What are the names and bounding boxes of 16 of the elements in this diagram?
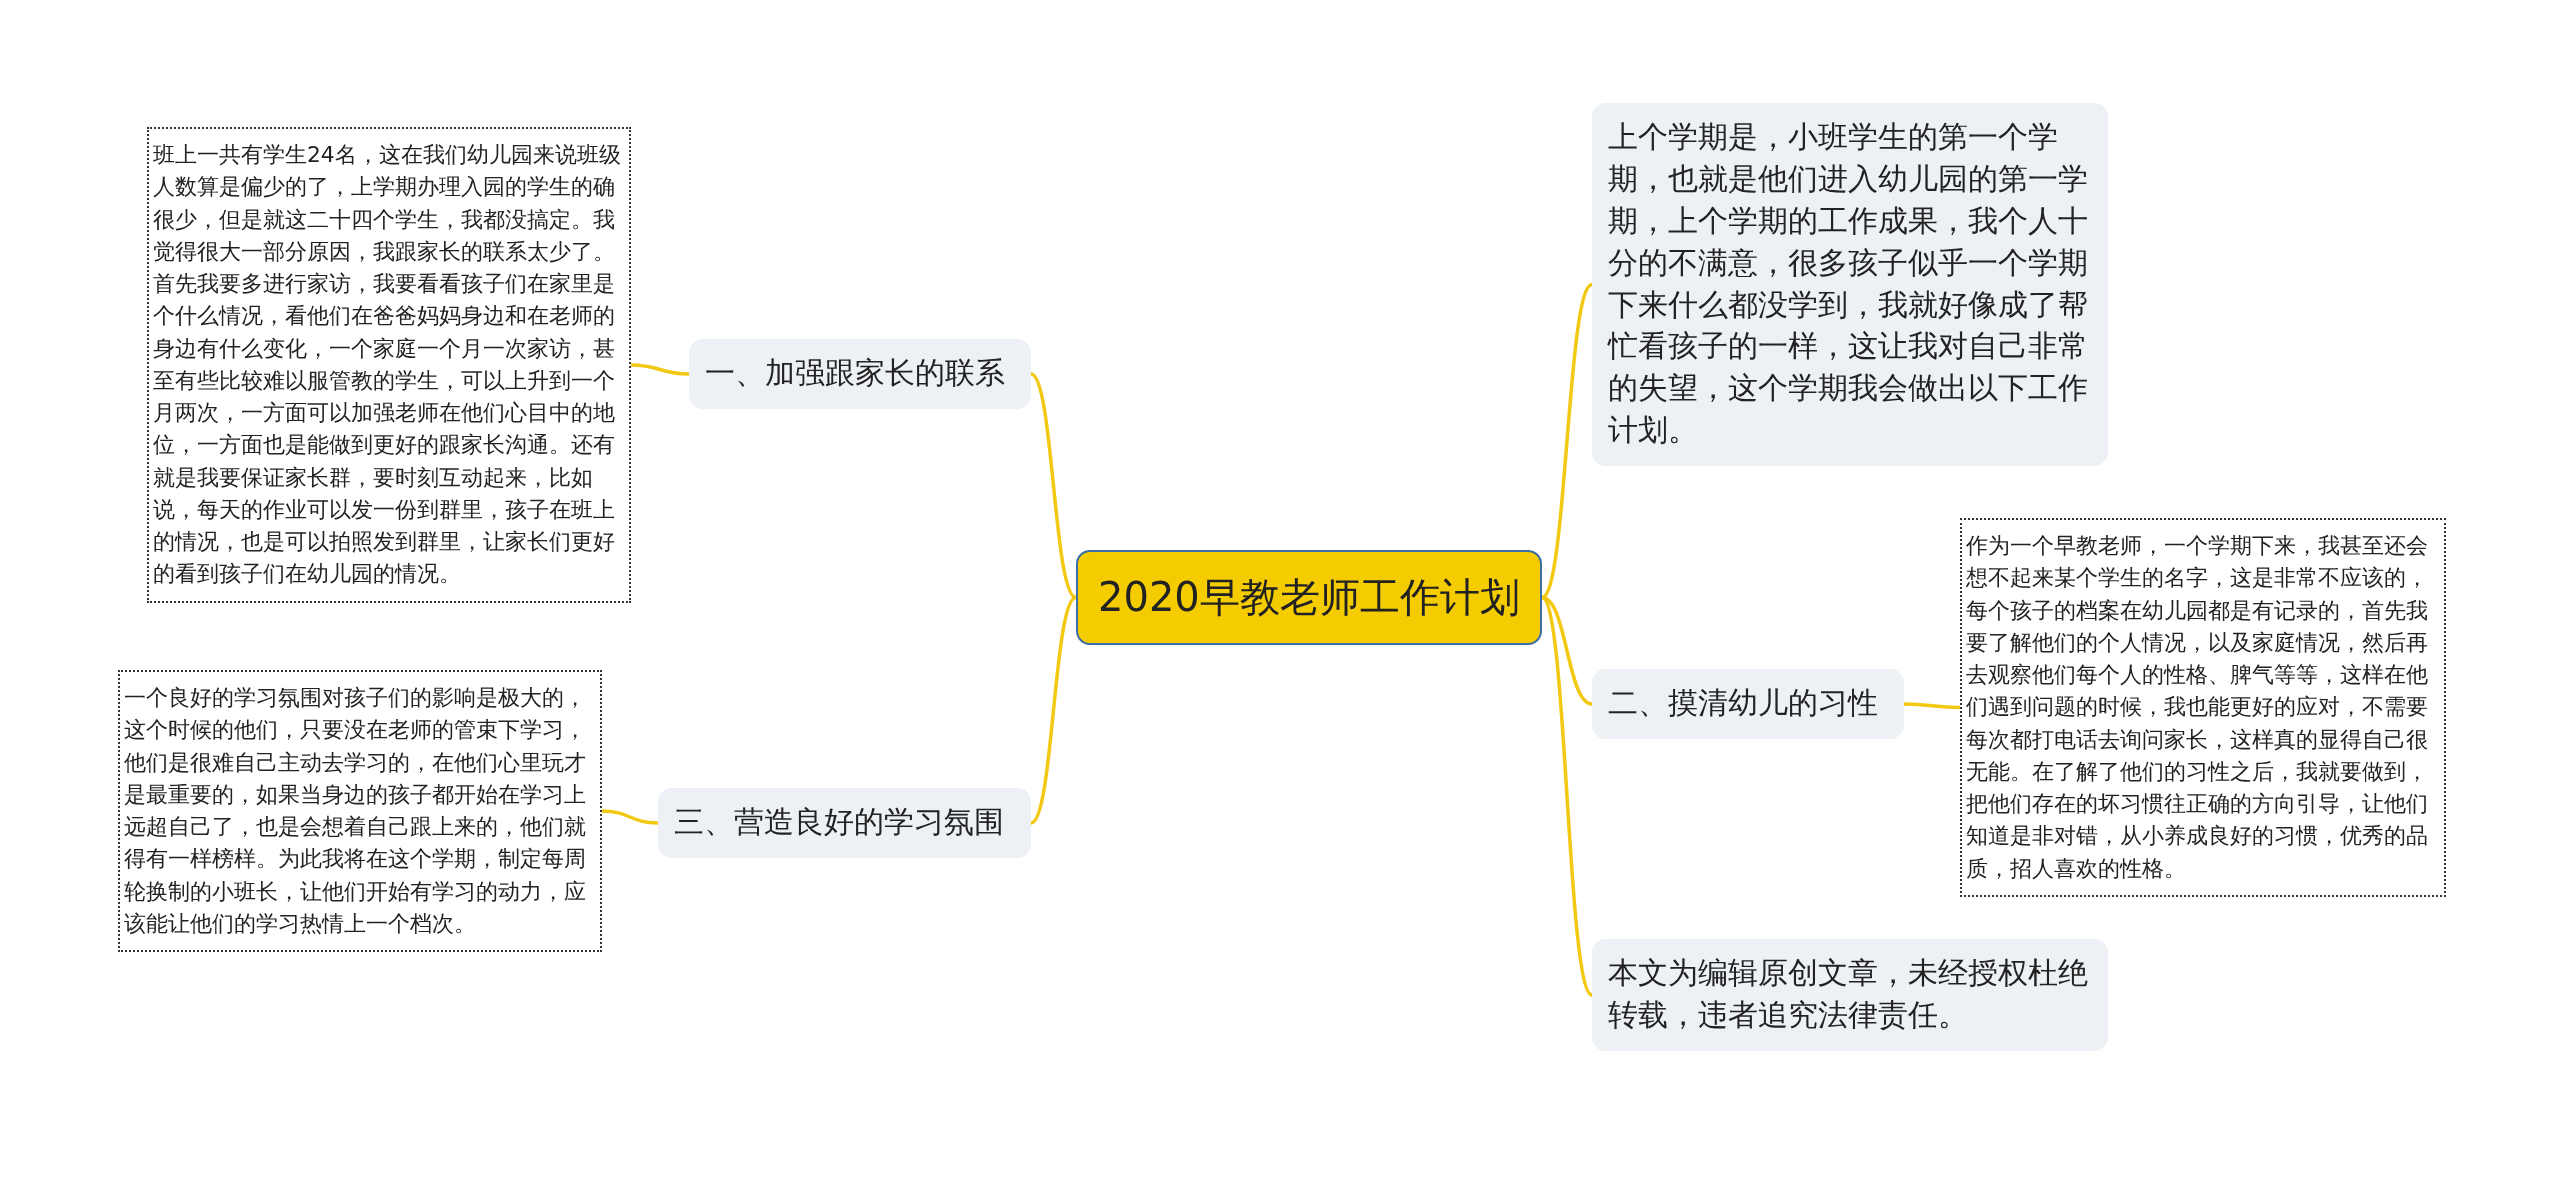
topic-box: 本文为编辑原创文章，未经授权杜绝转载，违者追究法律责任。 bbox=[1592, 939, 2108, 1051]
note-box: 一个良好的学习氛围对孩子们的影响是极大的，这个时候的他们，只要没在老师的管束下学习，他们是很难自己主动去学习的，在他们心里玩才是最重要的，如果当身边的孩子都开始在学习上远超自己了，也是会想着自己跟上来的，他们就得有一样榜样。为此我将在这个学期，制定每周轮换制的小班长，让他们开始有学习的动力，应该能让他们的学习热情上一个档次。 bbox=[118, 670, 602, 952]
topic-box: 二、摸清幼儿的习性 bbox=[1592, 669, 1904, 739]
central-topic-box: 2020早教老师工作计划 bbox=[1076, 549, 1542, 645]
topic-box: 三、营造良好的学习氛围 bbox=[658, 788, 1031, 858]
note-box: 作为一个早教老师，一个学期下来，我甚至还会想不起来某个学生的名字，这是非常不应该的，每个孩子的档案在幼儿园都是有记录的，首先我要了解他们的个人情况，以及家庭情况，然后再去观察他们每个人的性格、脾气等等，这样在他们遇到问题的时候，我也能更好的应对，不需要每次都打电话去询问家长，这样真的显得自己很无能。在了解了他们的习性之后，我就要做到，把他们存在的坏习惯往正确的方向引导，让他们知道是非对错，从小养成良好的习惯，优秀的品质，招人喜欢的性格。 bbox=[1960, 518, 2446, 897]
topic-box: 一、加强跟家长的联系 bbox=[689, 339, 1031, 409]
connector-line bbox=[1540, 283, 1594, 599]
connector-line bbox=[1540, 596, 1594, 997]
connector-line bbox=[1904, 702, 1960, 710]
note-box: 班上一共有学生24名，这在我们幼儿园来说班级人数算是偏少的了，上学期办理入园的学生的确很少，但是就这二十四个学生，我都没搞定。我觉得很大一部分原因，我跟家长的联系太少了。首先我要多进行家访，我要看看孩子们在家里是个什么情况，看他们在爸爸妈妈身边和在老师的身边有什么变化，一个家庭一个月一次家访，甚至有些比较难以服管教的学生，可以上升到一个月两次，一方面可以加强老师在他们心目中的地位，一方面也是能做到更好的跟家长沟通。还有就是我要保证家长群，要时刻互动起来，比如说，每天的作业可以发一份到群里，孩子在班上的情况，也是可以拍照发到群里，让家长们更好的看到孩子们在幼儿园的情况。 bbox=[147, 127, 631, 603]
connector-line bbox=[1029, 372, 1078, 599]
connector-line bbox=[601, 809, 659, 825]
connector-line bbox=[1029, 596, 1078, 825]
topic-box: 上个学期是，小班学生的第一个学期，也就是他们进入幼儿园的第一学期，上个学期的工作成果，我个人十分的不满意，很多孩子似乎一个学期下来什么都没学到，我就好像成了帮忙看孩子的一样，这让我对自己非常的失望，这个学期我会做出以下工作计划。 bbox=[1592, 103, 2108, 466]
connector-line bbox=[630, 363, 690, 376]
